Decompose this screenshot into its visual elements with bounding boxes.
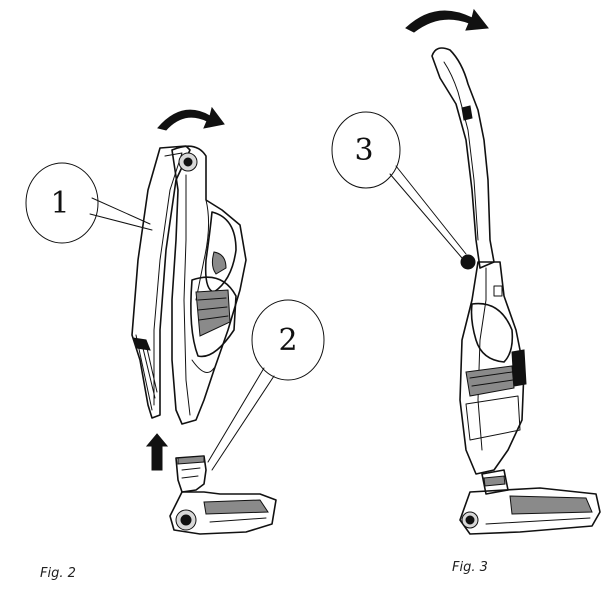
stick-vacuum: [431, 47, 601, 535]
handheld-body: [171, 145, 247, 425]
fig2-illustration: 1 2: [25, 106, 325, 535]
fig2-caption: Fig. 2: [40, 566, 76, 581]
callout-3: 3: [331, 111, 467, 259]
callout-2: 2: [207, 299, 325, 471]
floor-brush: [169, 455, 277, 535]
callout-3-number: 3: [354, 133, 373, 168]
fig3-illustration: 3: [331, 8, 601, 535]
callout-1-number: 1: [50, 186, 69, 221]
rotate-arrow-icon: [405, 8, 489, 33]
rotate-arrow-icon: [157, 106, 225, 131]
cover-panel: [131, 145, 191, 419]
fig3-caption: Fig. 3: [452, 560, 488, 575]
push-up-arrow-icon: [145, 433, 169, 471]
callout-1: 1: [25, 162, 153, 244]
callout-2-number: 2: [278, 323, 297, 358]
